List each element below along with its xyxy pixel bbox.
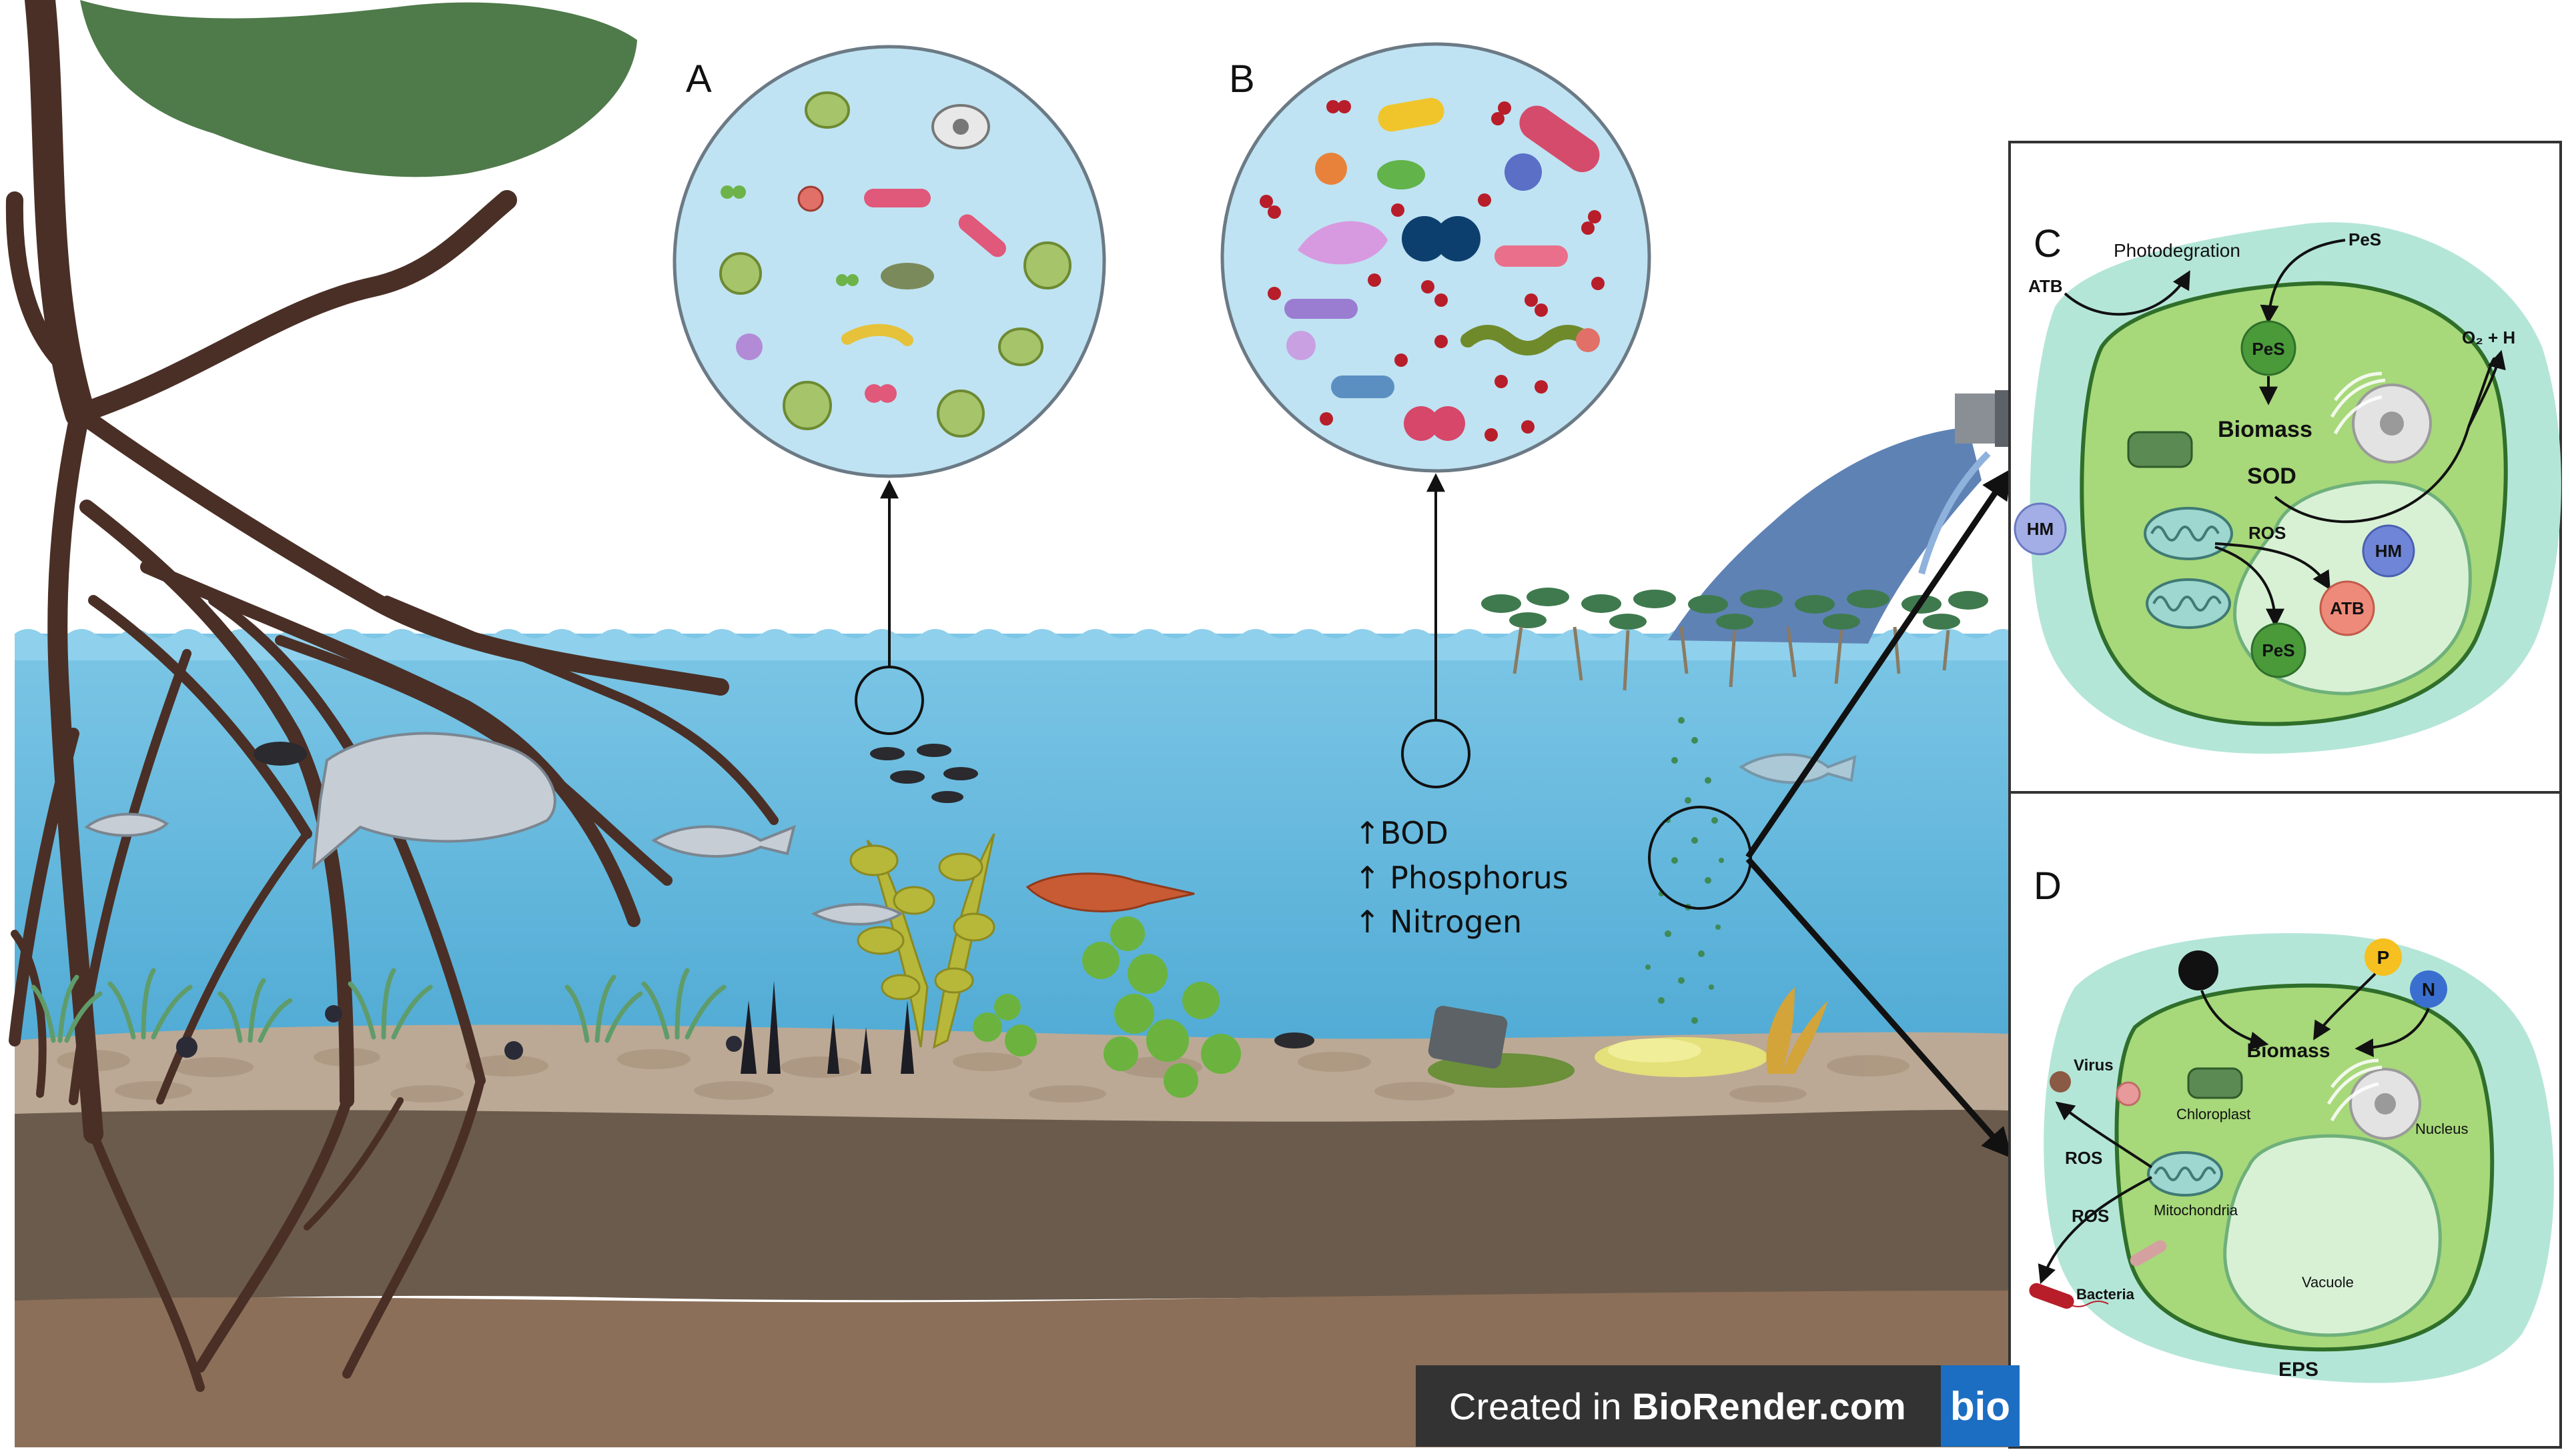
biomass-d-label: Biomass xyxy=(2246,1040,2330,1062)
virus-icon xyxy=(2050,1071,2071,1093)
carbon-label: C xyxy=(2192,960,2205,981)
photodegration-label: Photodegration xyxy=(2114,240,2240,261)
vacuole-label: Vacuole xyxy=(2302,1274,2354,1291)
ros-d-label-1: ROS xyxy=(2065,1148,2102,1168)
pes-vacuole-label: PeS xyxy=(2262,640,2294,660)
panel-b-letter: B xyxy=(1229,57,1255,101)
virus-icon-2 xyxy=(2116,1081,2141,1107)
virus-label: Virus xyxy=(2074,1056,2114,1074)
dark-sea-urchins xyxy=(176,1005,742,1060)
nitrogen-circle xyxy=(2410,970,2447,1008)
o2h-label: O₂ + H xyxy=(2462,327,2515,347)
chloroplast-label: Chloroplast xyxy=(2176,1106,2250,1123)
bacteria-icon xyxy=(2029,1240,2167,1309)
panel-a-microbes: A xyxy=(673,45,1106,478)
pes-circle-label: PeS xyxy=(2252,339,2284,359)
panel-c-pollutant-removal: C Photodegration ATB PeS PeS Biomass SOD… xyxy=(2008,141,2562,794)
phosphorus-label: ↑ Phosphorus xyxy=(1354,860,1569,896)
pes-outside-label: PeS xyxy=(2348,229,2381,249)
phosphorus-circle xyxy=(2365,938,2402,976)
bod-label: ↑BOD xyxy=(1354,815,1448,851)
atb-circle xyxy=(2319,580,2375,636)
barrel-spill xyxy=(1428,1005,1768,1088)
macrophyte-roots xyxy=(1513,626,1950,691)
hm-outside-circle xyxy=(2014,502,2067,556)
nitrogen-label: ↑ Nitrogen xyxy=(1354,904,1522,940)
sod-label: SOD xyxy=(2247,464,2296,489)
discharge-pipe xyxy=(1668,390,2012,644)
credit-brand: BioRender.com xyxy=(1631,1385,1906,1427)
pes-vacuole-circle xyxy=(2250,622,2306,678)
hm-outside-label: HM xyxy=(2027,519,2054,539)
eps-label: EPS xyxy=(2278,1359,2318,1381)
biomass-c-label: Biomass xyxy=(2218,417,2312,442)
panel-d-letter: D xyxy=(2034,864,2062,908)
ros-c-label: ROS xyxy=(2248,523,2286,543)
credit-text: Created in BioRender.com xyxy=(1416,1385,1941,1428)
biorender-logo-icon: bio xyxy=(1941,1365,2020,1447)
mitochondria-label: Mitochondria xyxy=(2154,1202,2238,1219)
zoom-arrows xyxy=(880,468,2012,1159)
bacteria-label: Bacteria xyxy=(2076,1286,2135,1303)
nitrogen-d-label: N xyxy=(2422,979,2435,1000)
chloroplast-d xyxy=(2187,1067,2243,1099)
atb-circle-label: ATB xyxy=(2330,598,2365,618)
panel-c-letter: C xyxy=(2034,222,2062,265)
black-coral-spikes xyxy=(741,980,914,1074)
vacuole-d xyxy=(2223,1134,2442,1337)
floating-macrophytes xyxy=(1481,588,1988,630)
nucleus-label: Nucleus xyxy=(2415,1121,2468,1137)
mitochondria-d xyxy=(2147,1151,2223,1197)
credit-prefix: Created in xyxy=(1449,1385,1632,1427)
chloroplast-c xyxy=(2127,431,2193,468)
biorender-credit: Created in BioRender.com bio xyxy=(1416,1365,2020,1447)
carbon-circle xyxy=(2178,950,2218,990)
phosphorus-d-label: P xyxy=(2377,947,2390,968)
seagrass xyxy=(31,968,727,1043)
panel-a-letter: A xyxy=(686,57,712,101)
mitochondria-c xyxy=(2144,507,2233,629)
hm-inside-circle xyxy=(2362,524,2415,578)
panel-d-nutrient-uptake: D C P N Biomass Virus Chloroplast Nucleu… xyxy=(2008,791,2562,1449)
hm-inside-label: HM xyxy=(2375,541,2402,561)
pollutant-list: ↑BOD ↑ Phosphorus ↑ Nitrogen xyxy=(1354,815,1569,940)
mangrove-tree xyxy=(5,0,779,1392)
microalgae-cloud xyxy=(1645,717,1724,1024)
atb-outside-label: ATB xyxy=(2028,276,2063,296)
orange-plant xyxy=(1766,987,1828,1074)
panel-b-microbes: B xyxy=(1220,42,1651,473)
kelp-plant xyxy=(849,833,995,1049)
fish-school xyxy=(84,732,1857,1048)
pes-circle xyxy=(2240,320,2296,376)
green-plants xyxy=(973,916,1241,1098)
